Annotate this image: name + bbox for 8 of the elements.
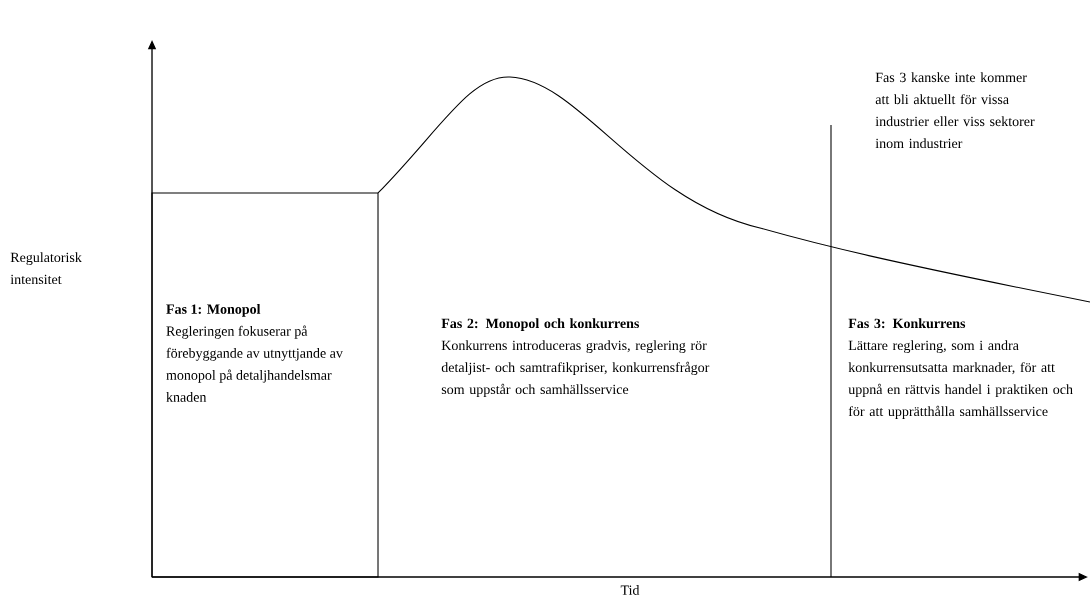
annotation-text: Fas 3 kanske inte kommer att bli aktuellt för vissa industrier eller viss sektorer inom industrier (875, 72, 1035, 149)
axis-label: Regulatorisk intensitet (10, 252, 82, 285)
phase-heading: Fas 3: Konkurrens (848, 318, 966, 329)
axis-label: Tid (620, 585, 640, 595)
phase-description: Konkurrens introduceras gradvis, reglering rör detaljist- och samtrafikpriser, konkurrensfrågor som uppstår och samhällsservice (441, 340, 710, 397)
phase-box: Fas 1: Monopol Regleringen fokuserar på förebyggande av utnyttjande av monopol på detaljhandelsmar knaden (151, 192, 379, 578)
phase-description: Lättare reglering, som i andra konkurrensutsatta marknader, för att uppnå en rättvis handel i praktiken och för att upprätthålla samhällsservice (848, 340, 1073, 419)
phase-heading: Fas 2: Monopol och konkurrens (441, 318, 639, 331)
